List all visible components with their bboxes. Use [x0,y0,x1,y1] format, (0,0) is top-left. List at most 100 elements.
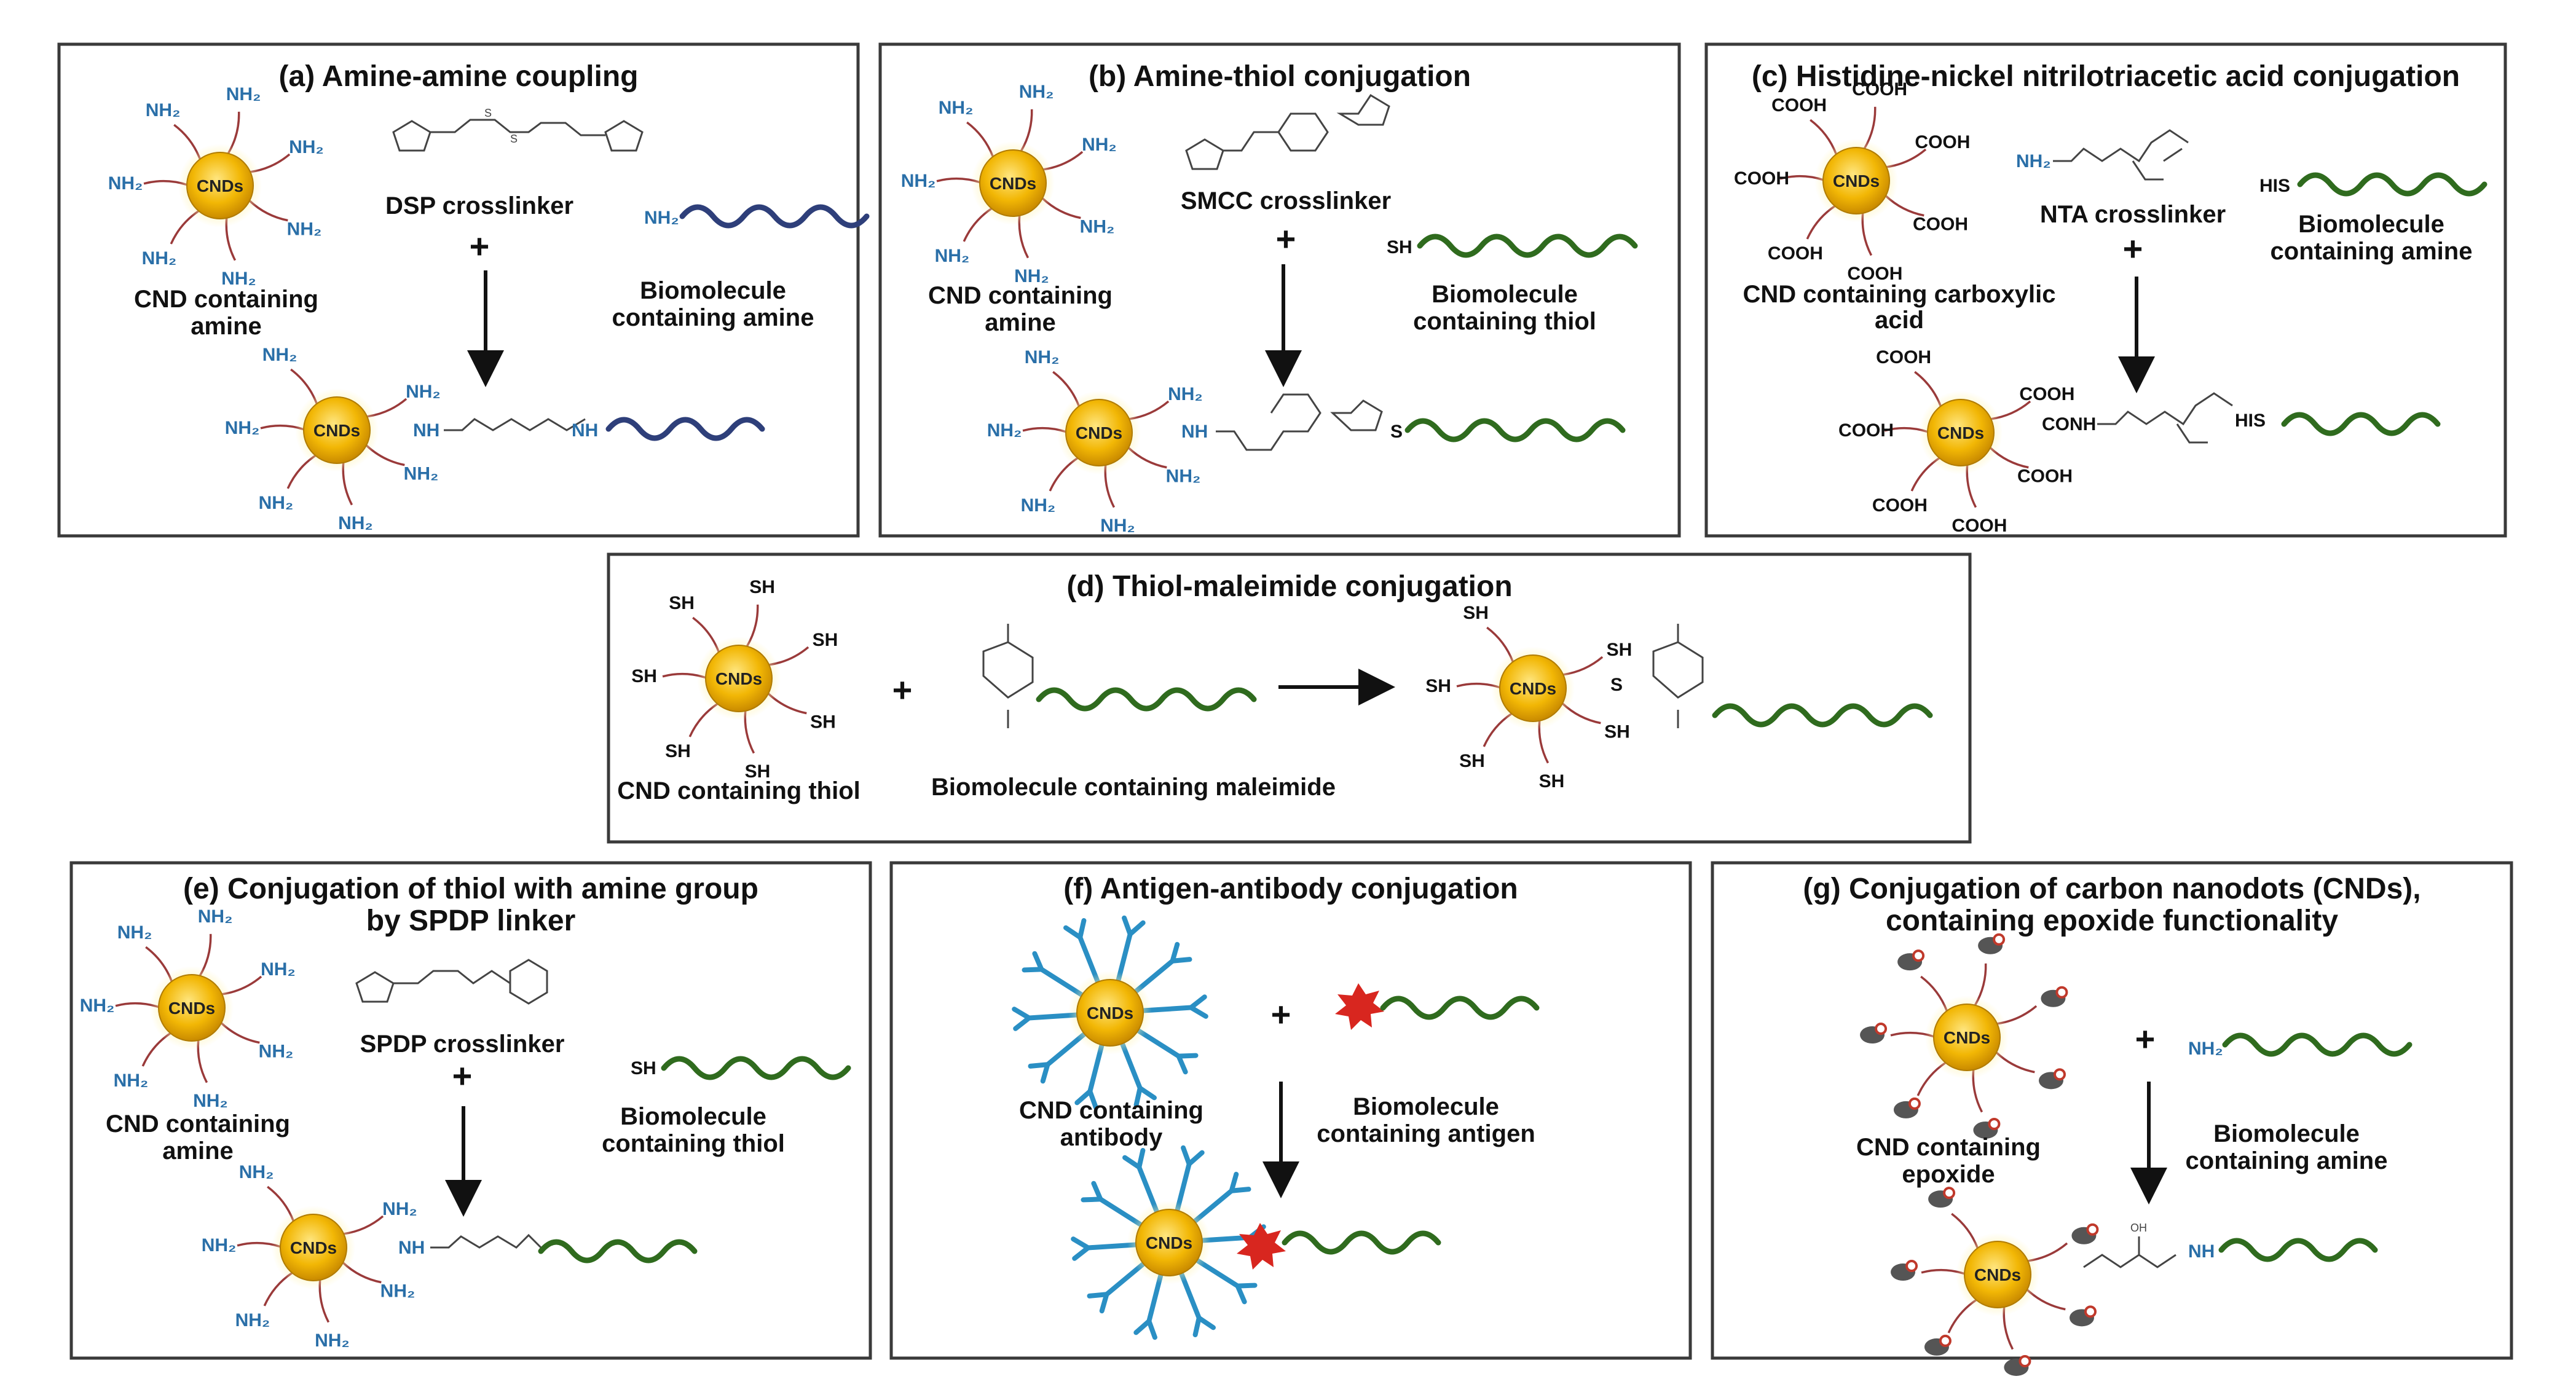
panel-d-cnd-label: CND containing thiol [617,777,861,804]
cnd-core-label: CNDs [1944,1028,1990,1047]
panel-f-bio-label-2: containing antigen [1317,1120,1535,1147]
surface-group-label: COOH [1872,495,1928,516]
panel-g-bio-label-2: containing amine [2186,1147,2388,1174]
surface-group-label: NH₂ [235,1310,270,1330]
panel-c-bio-label-1: Biomolecule [2298,211,2444,238]
panel-a-product-nh-1: NH [413,420,439,441]
surface-group-label: SH [810,712,836,732]
panel-c-cnd-label-2: acid [1875,307,1924,334]
panel-a-product-wave [605,417,765,441]
panel-e-box [69,861,872,1360]
panel-b-product-linker [1216,393,1383,451]
panel-f-biomolecule-wave [1380,996,1540,1020]
panel-d-bio-label: Biomolecule containing maleimide [931,774,1336,801]
surface-group-label: NH₂ [225,418,260,438]
surface-group-label: COOH [1847,264,1902,284]
panel-f-bio-label-1: Biomolecule [1353,1093,1499,1120]
panel-c-title: (c) Histidine-nickel nitrilotriacetic ac… [1752,60,2460,93]
surface-group-label: NH₂ [939,98,974,118]
cnd-core-label: CNDs [1937,423,1984,442]
epoxide-oxygen [1939,1334,1952,1347]
panel-d-product-s: S [1610,675,1623,695]
panel-g-title-line2: containing epoxide functionality [1886,905,2338,937]
surface-group-label: NH₂ [108,173,143,194]
antibody-arm [1133,1318,1152,1335]
antibody-arm [1235,1283,1247,1305]
cnd-core [1499,654,1567,722]
surface-group-label: NH₂ [1082,135,1117,155]
panel-c-bio-his: HIS [2259,176,2290,196]
antibody-arm [1146,1318,1157,1340]
panel-e-title-line1: (e) Conjugation of thiol with amine grou… [183,873,758,905]
cnd-core-label: CNDs [1833,171,1880,191]
surface-group-label: NH₂ [935,246,970,266]
surface-group-label: NH₂ [382,1199,417,1219]
antibody-arm [1196,1315,1216,1330]
antibody-arm [1133,1085,1143,1107]
panel-a-plus: + [470,227,490,265]
panel-b-title: (b) Amine-thiol conjugation [1089,60,1471,93]
epoxide-oxygen [1943,1187,1956,1200]
panel-g-cnd-label-2: epoxide [1902,1161,1995,1188]
panel-b-bio-sh: SH [1387,237,1412,257]
cnd-core [1964,1241,2031,1308]
panel-d-title: (d) Thiol-maleimide conjugation [1066,570,1512,603]
cnd-core [186,152,254,219]
antibody-arm [1136,1148,1146,1170]
panel-a-biomolecule-wave [679,204,870,229]
panel-b-bio-label-2: containing thiol [1413,308,1596,335]
antibody-arm [1170,957,1192,964]
surface-group-label: NH₂ [221,269,256,289]
cnd-core-label: CNDs [168,999,215,1018]
cnd-core [1927,399,1995,466]
surface-group-label: COOH [2019,384,2074,404]
cnd-core-label: CNDs [197,176,243,195]
panel-f-title: (f) Antigen-antibody conjugation [1063,873,1518,905]
surface-group-label: NH₂ [1168,384,1203,404]
antibody-arm [1181,1145,1192,1167]
cnd-core [979,149,1047,217]
surface-group-label: NH₂ [259,1041,294,1061]
panel-a-product-linker [444,418,586,431]
panel-e-bio-sh: SH [631,1058,656,1079]
epoxide-oxygen [2053,1068,2066,1081]
panel-c-bio-label-2: containing amine [2271,238,2473,265]
surface-group-label: NH₂ [1080,216,1115,237]
panel-b-bio-label-1: Biomolecule [1432,281,1578,308]
panel-e-product-linker [430,1233,542,1249]
panel-g-product-oh: OH [2130,1222,2147,1234]
panel-e-plus: + [452,1056,473,1095]
panel-d-box [607,552,1972,844]
surface-group-label: NH₂ [114,1071,149,1091]
surface-group-label: NH₂ [261,959,296,980]
panel-g-plus: + [2135,1020,2156,1058]
antibody-arm [1170,941,1180,964]
surface-group-label: NH₂ [1021,495,1056,516]
antibody-arm [1071,1236,1091,1251]
cnd-core-label: CNDs [1974,1265,2021,1284]
panel-b-product-s: S [1390,422,1403,442]
antibody-arm [1012,1007,1032,1021]
antibody-arm [1122,915,1133,937]
cnd-core [1135,1209,1203,1276]
antibody-arm [1099,1292,1109,1314]
panel-g-bio-label-1: Biomolecule [2213,1120,2360,1147]
panel-d-product-maleimide [1652,624,1704,728]
antibody-arm [1040,1062,1050,1084]
panel-a-crosslinker-label: DSP crosslinker [385,192,573,219]
surface-group-label: COOH [1852,79,1907,100]
surface-group-label: NH₂ [404,463,439,484]
panel-a-product-nh-2: NH [572,420,598,441]
panel-a-dsp-structure: S S [392,107,644,152]
cnd-core [303,396,371,464]
panel-f-plus: + [1271,995,1291,1034]
surface-group-label: NH₂ [198,906,233,927]
surface-group-label: SH [665,741,691,761]
